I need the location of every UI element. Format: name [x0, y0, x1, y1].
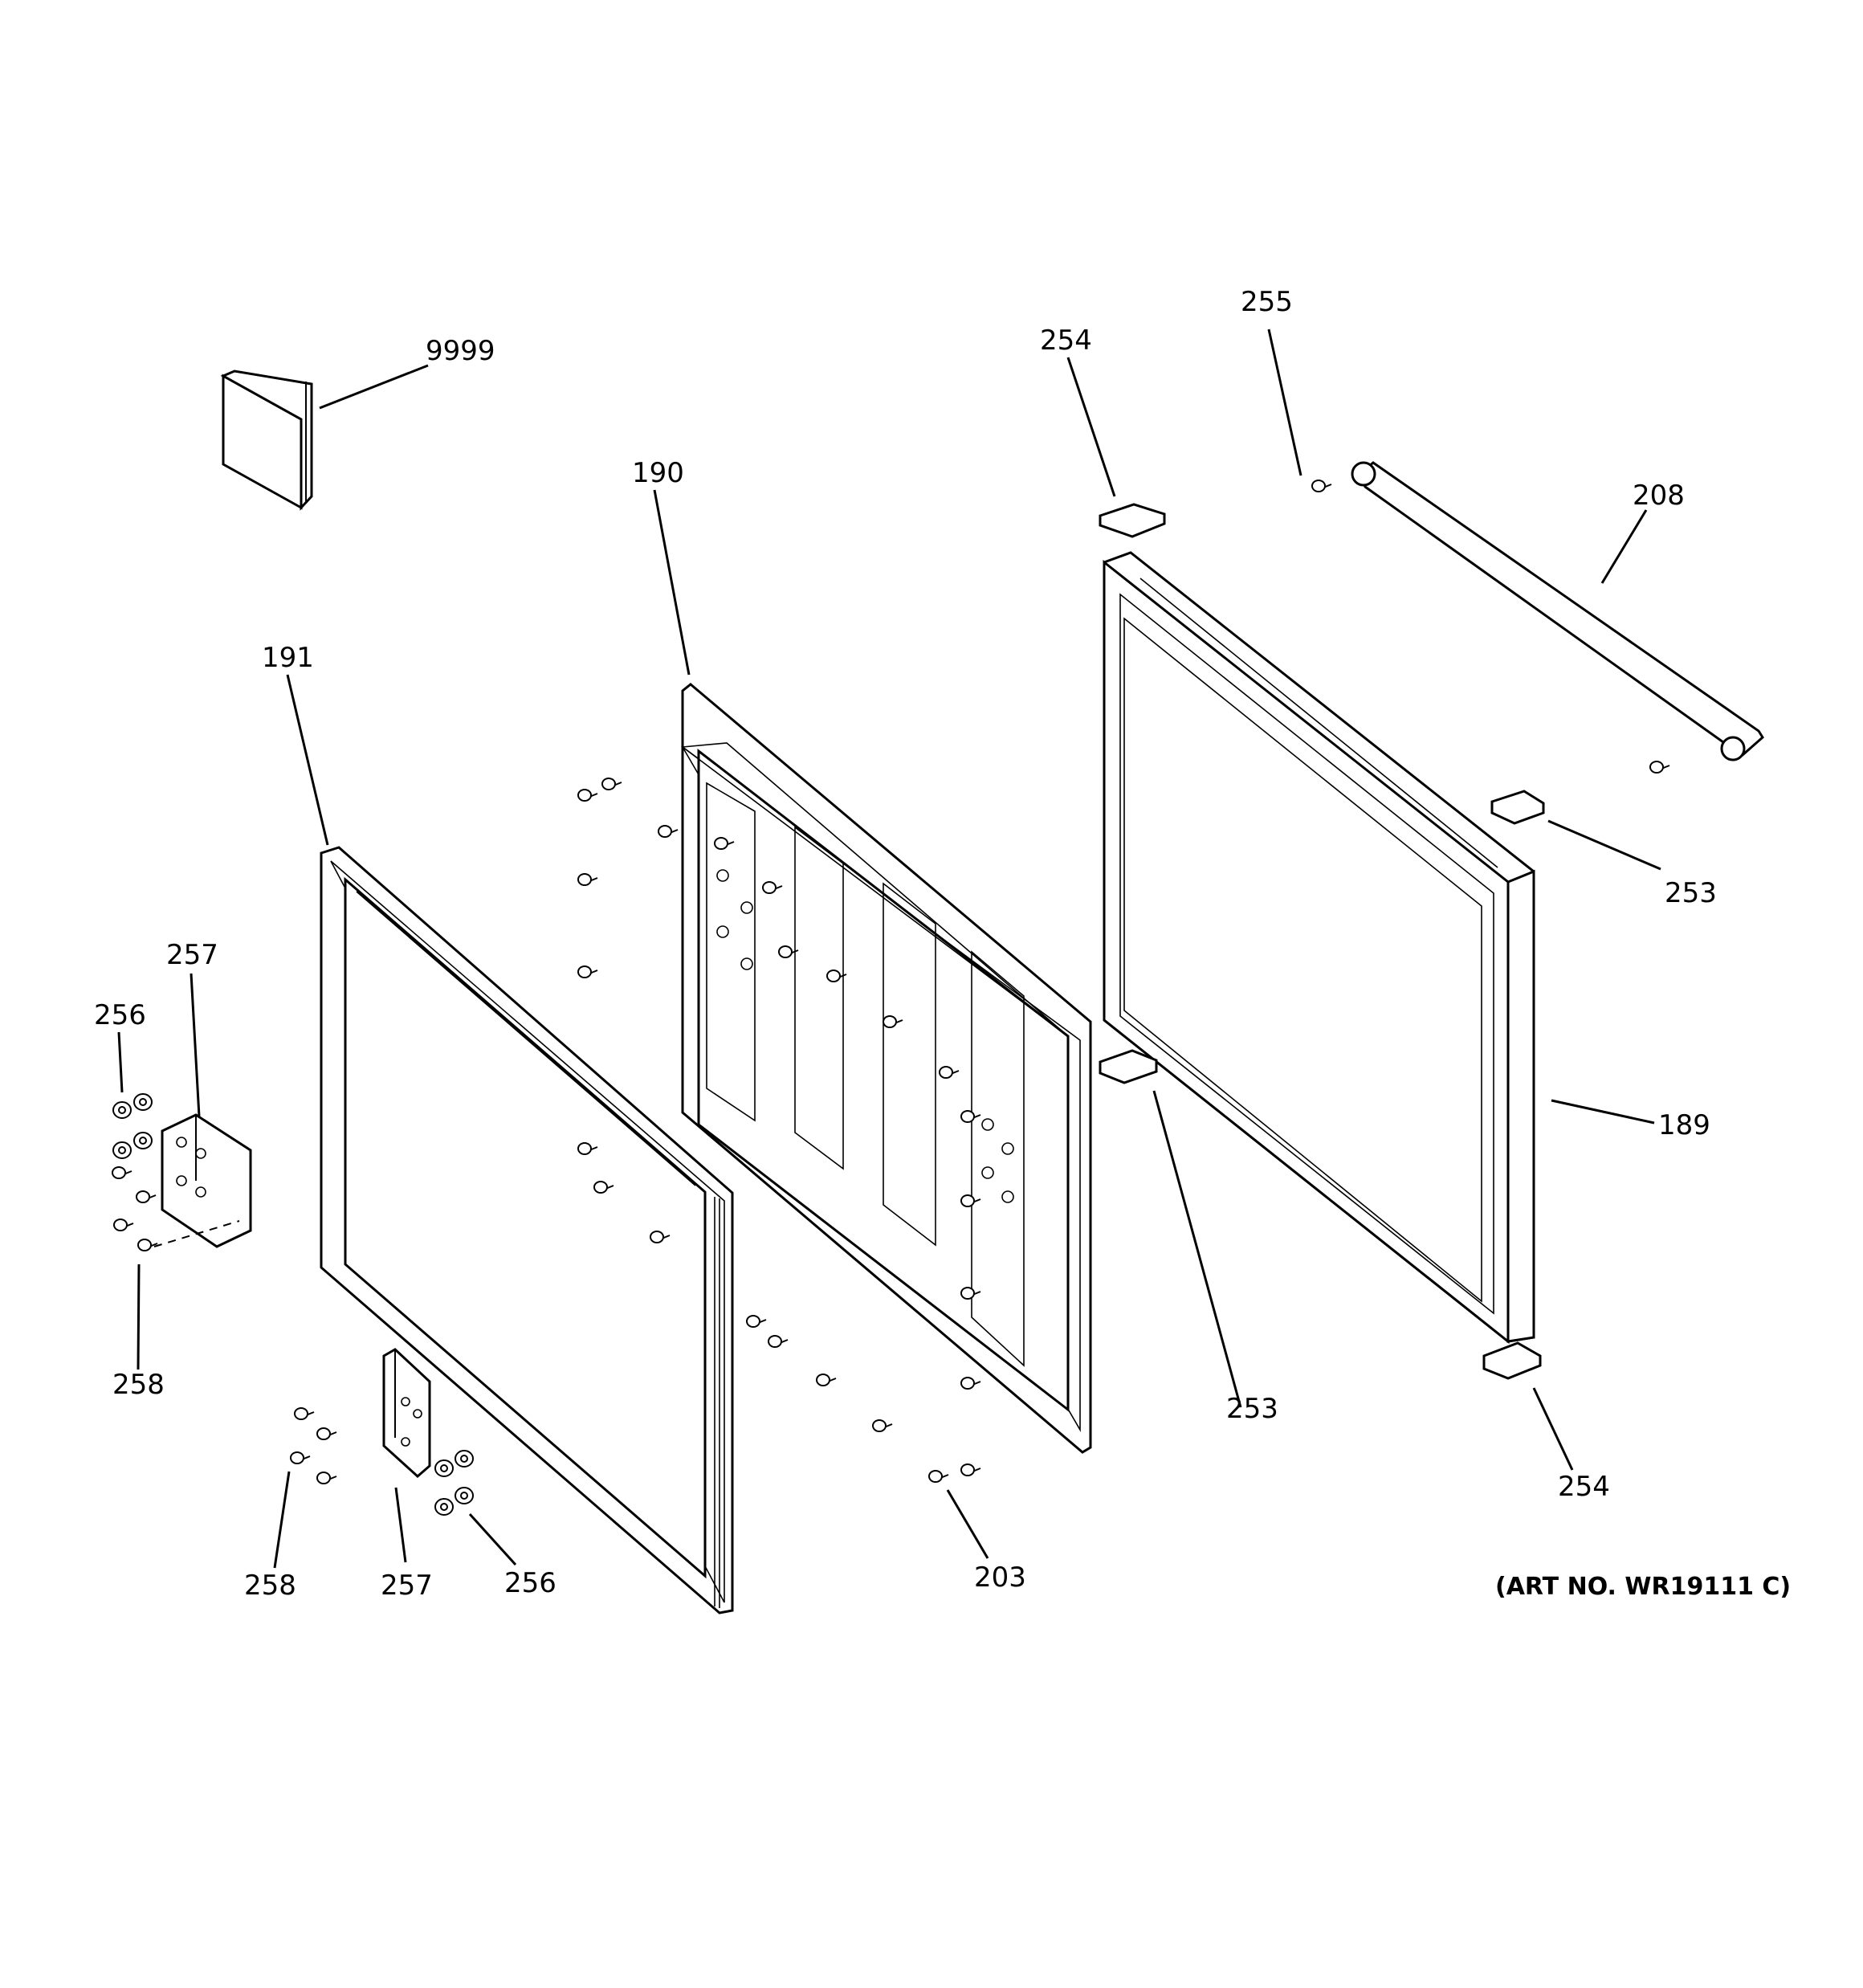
washer-icon — [455, 1487, 474, 1504]
screw-icon — [294, 1407, 315, 1420]
screw-icon — [658, 825, 679, 838]
screw-icon — [714, 837, 735, 850]
callout-labels: 9999 190 191 254 255 208 253 189 253 254… — [94, 286, 1791, 1602]
callout-256-bottom: 256 — [504, 1567, 556, 1599]
washer-icon — [112, 1141, 132, 1159]
hinge-cap-254-top — [1099, 503, 1166, 538]
screw-icon — [746, 1315, 767, 1328]
screw-icon — [290, 1451, 311, 1464]
screw-icon — [601, 778, 622, 790]
washer-icon — [133, 1093, 153, 1111]
callout-253-bottom: 253 — [1226, 1393, 1278, 1425]
door-handle — [1351, 461, 1764, 761]
hardware-group — [112, 480, 1670, 1516]
screw-icon — [939, 1066, 960, 1079]
callout-190: 190 — [632, 457, 684, 489]
screw-icon — [816, 1374, 837, 1386]
leader-lines — [117, 329, 1661, 1569]
callout-255: 255 — [1241, 286, 1293, 318]
screw-icon — [960, 1463, 981, 1476]
washer-icon — [133, 1132, 153, 1149]
screw-icon — [960, 1287, 981, 1300]
screw-icon — [577, 1142, 598, 1155]
screw-icon — [762, 881, 783, 894]
screw-icon — [960, 1194, 981, 1207]
washer-icon — [455, 1450, 474, 1468]
screw-icon — [960, 1110, 981, 1123]
callout-258-left: 258 — [112, 1369, 165, 1401]
outer-door — [1103, 551, 1535, 1345]
screw-icon — [1649, 761, 1670, 774]
door-gasket — [320, 846, 734, 1614]
callout-208: 208 — [1633, 480, 1685, 512]
callout-258-bottom: 258 — [244, 1570, 296, 1602]
screw-icon — [316, 1427, 337, 1440]
screw-icon — [577, 965, 598, 978]
washer-icon — [434, 1459, 454, 1477]
callout-203: 203 — [974, 1561, 1026, 1594]
screw-icon — [928, 1470, 949, 1483]
callout-9999: 9999 — [426, 335, 495, 367]
screw-icon — [872, 1419, 893, 1432]
callout-254-top: 254 — [1040, 325, 1092, 357]
screw-icon — [577, 873, 598, 886]
screw-icon — [137, 1239, 158, 1251]
screw-icon — [113, 1219, 134, 1231]
hinge-cap-253-right — [1490, 790, 1545, 825]
screw-icon — [768, 1335, 789, 1348]
screw-icon — [136, 1190, 157, 1203]
screw-icon — [650, 1231, 671, 1243]
screw-icon — [1311, 480, 1332, 492]
screw-icon — [826, 970, 847, 982]
door-liner — [680, 683, 1092, 1454]
callout-253-right: 253 — [1665, 877, 1717, 909]
screw-icon — [316, 1472, 337, 1484]
hinge-bracket-left — [161, 1113, 252, 1248]
callout-256-left: 256 — [94, 999, 146, 1031]
screw-icon — [960, 1377, 981, 1390]
callout-257-left: 257 — [166, 939, 218, 971]
hinge-bracket-bottom — [382, 1348, 431, 1479]
screw-icon — [593, 1181, 614, 1194]
washer-icon — [112, 1101, 132, 1119]
screw-icon — [883, 1015, 903, 1028]
callout-254-bottom: 254 — [1558, 1471, 1610, 1503]
manual-booklet — [220, 369, 313, 511]
hinge-cap-254-bottom — [1482, 1341, 1542, 1380]
washer-icon — [434, 1498, 454, 1516]
screw-icon — [778, 945, 799, 958]
callout-191: 191 — [262, 642, 314, 674]
art-number: (ART NO. WR19111 C) — [1495, 1573, 1791, 1601]
callout-189: 189 — [1658, 1109, 1710, 1141]
callout-257-bottom: 257 — [381, 1570, 433, 1602]
screw-icon — [577, 789, 598, 802]
screw-icon — [112, 1166, 132, 1179]
hinge-cap-253-bottom — [1099, 1049, 1158, 1084]
